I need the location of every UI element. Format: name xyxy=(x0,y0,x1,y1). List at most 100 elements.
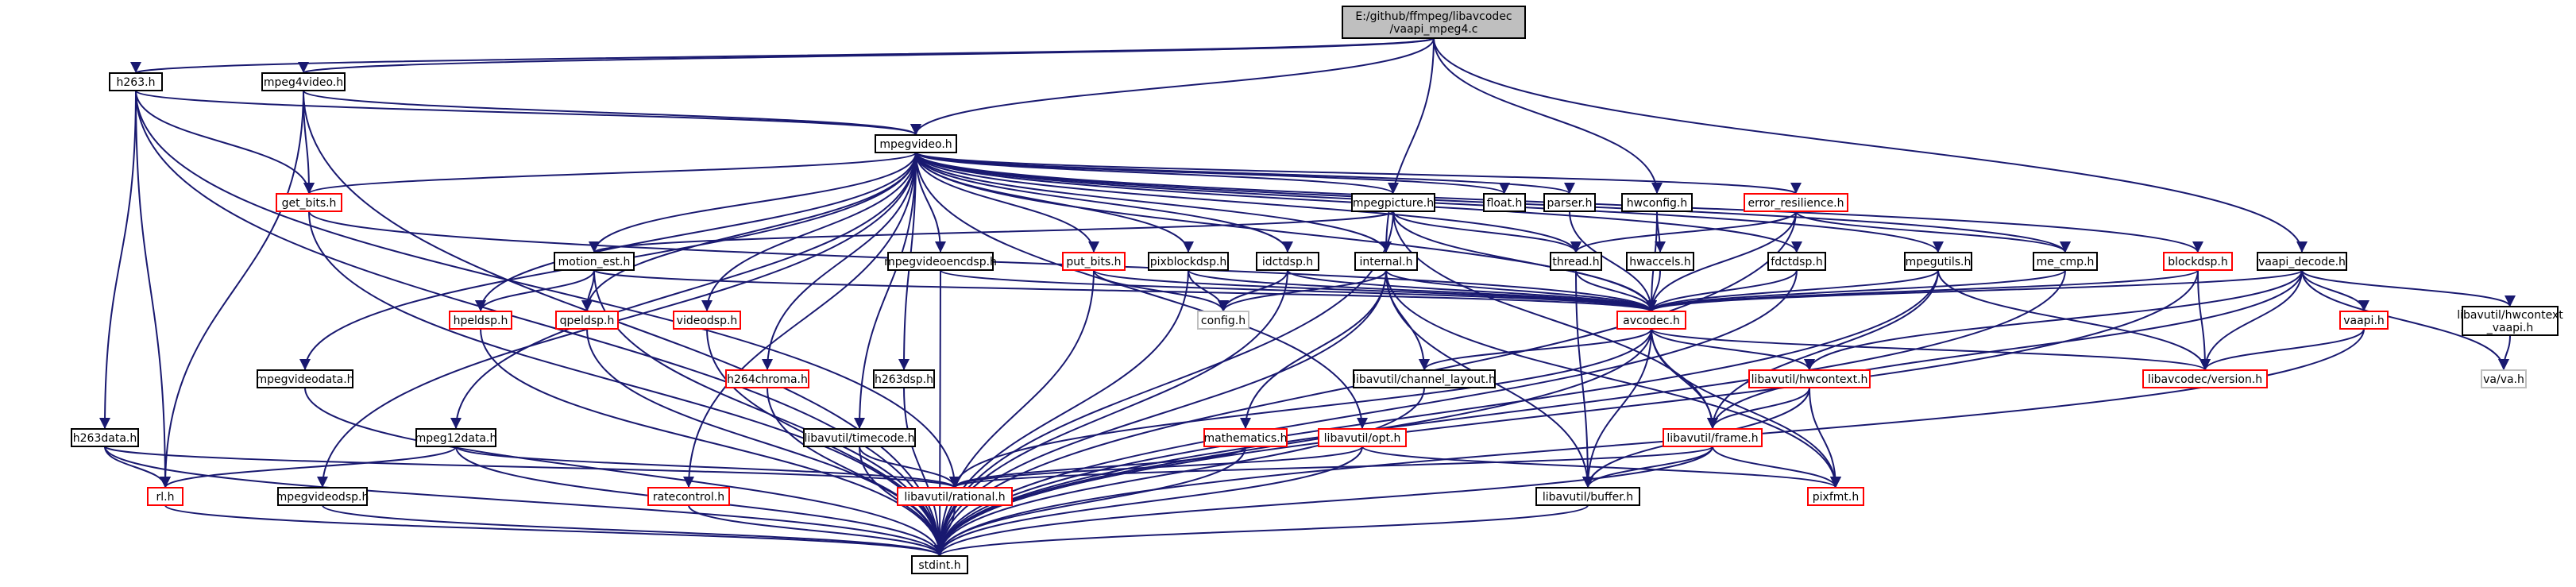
node-internal_h[interactable]: internal.h xyxy=(1354,252,1418,271)
node-label-hwcontext_vaapi_h: libavutil/hwcontext xyxy=(2457,309,2563,322)
edge-rl_h-to-stdint_h xyxy=(164,504,945,557)
edge-vaapi_decode_h-to-hwcontext_vaapi_h xyxy=(2301,269,2516,307)
node-box-thread_h xyxy=(1550,252,1602,271)
node-rational_h[interactable]: libavutil/rational.h xyxy=(897,487,1013,506)
node-get_bits_h[interactable]: get_bits.h xyxy=(276,193,342,212)
edge-internal_h-to-pixfmt_h xyxy=(1385,269,1841,489)
node-mpegpicture_h[interactable]: mpegpicture.h xyxy=(1351,193,1435,212)
node-hwcontext_vaapi_h[interactable]: libavutil/hwcontext_vaapi.h xyxy=(2457,306,2563,336)
node-box-error_resilience_h xyxy=(1744,193,1848,212)
edge-internal_h-to-channel_layout_h xyxy=(1385,269,1430,371)
node-hpeldsp_h[interactable]: hpeldsp.h xyxy=(449,311,512,330)
node-rl_h[interactable]: rl.h xyxy=(147,487,183,506)
edge-mpegvideo_h-to-internal_h xyxy=(915,152,1392,253)
node-mpegutils_h[interactable]: mpegutils.h xyxy=(1904,252,1972,271)
node-label-get_bits_h: get_bits.h xyxy=(282,197,337,210)
node-frame_h[interactable]: libavutil/frame.h xyxy=(1663,428,1763,447)
node-label-hwcontext_h: libavutil/hwcontext.h xyxy=(1751,373,1868,386)
node-h263data_h[interactable]: h263data.h xyxy=(71,428,139,447)
edge-h263_h-to-mpegvideo_h xyxy=(135,90,921,136)
edge-avcodec_h-to-buffer_h xyxy=(1582,328,1652,489)
node-blockdsp_h[interactable]: blockdsp.h xyxy=(2163,252,2233,271)
edge-hwcontext_h-to-frame_h xyxy=(1707,387,1810,430)
node-hwconfig_h[interactable]: hwconfig.h xyxy=(1621,193,1693,212)
node-vaapi_decode_h[interactable]: vaapi_decode.h xyxy=(2257,252,2347,271)
node-parser_h[interactable]: parser.h xyxy=(1543,193,1596,212)
node-error_resilience_h[interactable]: error_resilience.h xyxy=(1744,193,1848,212)
node-va_h[interactable]: va/va.h xyxy=(2481,369,2527,388)
node-version_h[interactable]: libavcodec/version.h xyxy=(2142,369,2268,388)
node-put_bits_h[interactable]: put_bits.h xyxy=(1062,252,1126,271)
node-box-version_h xyxy=(2142,369,2268,388)
node-qpeldsp_h[interactable]: qpeldsp.h xyxy=(555,311,619,330)
node-label-mpegutils_h: mpegutils.h xyxy=(1906,256,1972,268)
edge-opt_h-to-rational_h xyxy=(949,446,1363,489)
node-pixfmt_h[interactable]: pixfmt.h xyxy=(1807,487,1864,506)
node-hwaccels_h[interactable]: hwaccels.h xyxy=(1626,252,1694,271)
node-mpegvideoencdsp_h[interactable]: mpegvideoencdsp.h xyxy=(884,252,997,271)
edge-pixblockdsp_h-to-avcodec_h xyxy=(1188,269,1657,312)
node-float_h[interactable]: float.h xyxy=(1483,193,1526,212)
edge-vaapi_decode_h-to-vaapi_h xyxy=(2301,269,2369,312)
edge-mpegvideo_h-to-qpeldsp_h xyxy=(581,152,917,312)
node-box-avcodec_h xyxy=(1616,311,1686,330)
node-box-fdctdsp_h xyxy=(1767,252,1826,271)
node-box-hpeldsp_h xyxy=(449,311,512,330)
node-label-mpegvideodata_h: mpegvideodata.h xyxy=(256,373,353,386)
node-channel_layout_h[interactable]: libavutil/channel_layout.h xyxy=(1353,369,1496,388)
edge-vaapi_h-to-stdint_h xyxy=(934,328,2365,557)
node-fdctdsp_h[interactable]: fdctdsp.h xyxy=(1767,252,1826,271)
edge-mathematics_h-to-stdint_h xyxy=(934,446,1246,557)
node-config_h[interactable]: config.h xyxy=(1197,311,1249,330)
node-label-error_resilience_h: error_resilience.h xyxy=(1748,197,1844,210)
node-buffer_h[interactable]: libavutil/buffer.h xyxy=(1535,487,1640,506)
node-label-stdint_h: stdint.h xyxy=(918,559,960,572)
node-hwcontext_h[interactable]: libavutil/hwcontext.h xyxy=(1748,369,1871,388)
node-avcodec_h[interactable]: avcodec.h xyxy=(1616,311,1686,330)
node-h264chroma_h[interactable]: h264chroma.h xyxy=(725,369,809,388)
node-opt_h[interactable]: libavutil/opt.h xyxy=(1318,428,1407,447)
node-mpegvideodsp_h[interactable]: mpegvideodsp.h xyxy=(276,487,369,506)
edge-vaapi_decode_h-to-hwcontext_h xyxy=(1804,269,2303,371)
edge-mpeg12data_h-to-rational_h xyxy=(455,446,960,489)
node-label-thread_h: thread.h xyxy=(1552,256,1599,268)
node-mpeg12data_h[interactable]: mpeg12data.h xyxy=(415,428,497,447)
node-mpegvideo_h[interactable]: mpegvideo.h xyxy=(875,134,957,153)
node-box-get_bits_h xyxy=(276,193,342,212)
node-label-config_h: config.h xyxy=(1201,315,1246,327)
node-box-h263data_h xyxy=(71,428,139,447)
edge-mpegvideo_h-to-parser_h xyxy=(915,152,1575,195)
node-me_cmp_h[interactable]: me_cmp.h xyxy=(2033,252,2098,271)
edge-root-to-mpegvideo_h xyxy=(910,37,1435,136)
node-ratecontrol_h[interactable]: ratecontrol.h xyxy=(647,487,730,506)
node-idctdsp_h[interactable]: idctdsp.h xyxy=(1256,252,1319,271)
node-vaapi_h[interactable]: vaapi.h xyxy=(2339,311,2389,330)
node-label-mpegvideoencdsp_h: mpegvideoencdsp.h xyxy=(884,256,997,268)
node-h263_h[interactable]: h263.h xyxy=(109,72,163,91)
node-box-h264chroma_h xyxy=(725,369,809,388)
node-mpeg4video_h[interactable]: mpeg4video.h xyxy=(261,72,346,91)
edge-hwcontext_h-to-pixfmt_h xyxy=(1809,387,1841,489)
node-motion_est_h[interactable]: motion_est.h xyxy=(554,252,635,271)
node-thread_h[interactable]: thread.h xyxy=(1550,252,1602,271)
node-timecode_h[interactable]: libavutil/timecode.h xyxy=(803,428,916,447)
node-root[interactable]: E:/github/ffmpeg/libavcodec/vaapi_mpeg4.… xyxy=(1342,6,1526,39)
edge-error_resilience_h-to-avcodec_h xyxy=(1646,210,1797,312)
node-box-channel_layout_h xyxy=(1353,369,1496,388)
edge-mpegvideo_h-to-idctdsp_h xyxy=(915,152,1293,253)
edge-root-to-vaapi_decode_h xyxy=(1433,37,2308,253)
node-mathematics_h[interactable]: mathematics.h xyxy=(1203,428,1288,447)
node-label-h263data_h: h263data.h xyxy=(73,432,137,445)
node-box-videodsp_h xyxy=(673,311,741,330)
edge-mpegpicture_h-to-avcodec_h xyxy=(1392,210,1657,312)
node-label-hpeldsp_h: hpeldsp.h xyxy=(454,315,508,327)
node-stdint_h[interactable]: stdint.h xyxy=(911,555,968,574)
node-pixblockdsp_h[interactable]: pixblockdsp.h xyxy=(1148,252,1229,271)
node-h263dsp_h[interactable]: h263dsp.h xyxy=(873,369,935,388)
node-label-channel_layout_h: libavutil/channel_layout.h xyxy=(1353,373,1496,386)
node-label-qpeldsp_h: qpeldsp.h xyxy=(560,315,615,327)
edge-mpegutils_h-to-stdint_h xyxy=(934,269,1939,557)
node-videodsp_h[interactable]: videodsp.h xyxy=(673,311,741,330)
node-mpegvideodata_h[interactable]: mpegvideodata.h xyxy=(256,369,354,388)
node-label-pixblockdsp_h: pixblockdsp.h xyxy=(1150,256,1227,268)
